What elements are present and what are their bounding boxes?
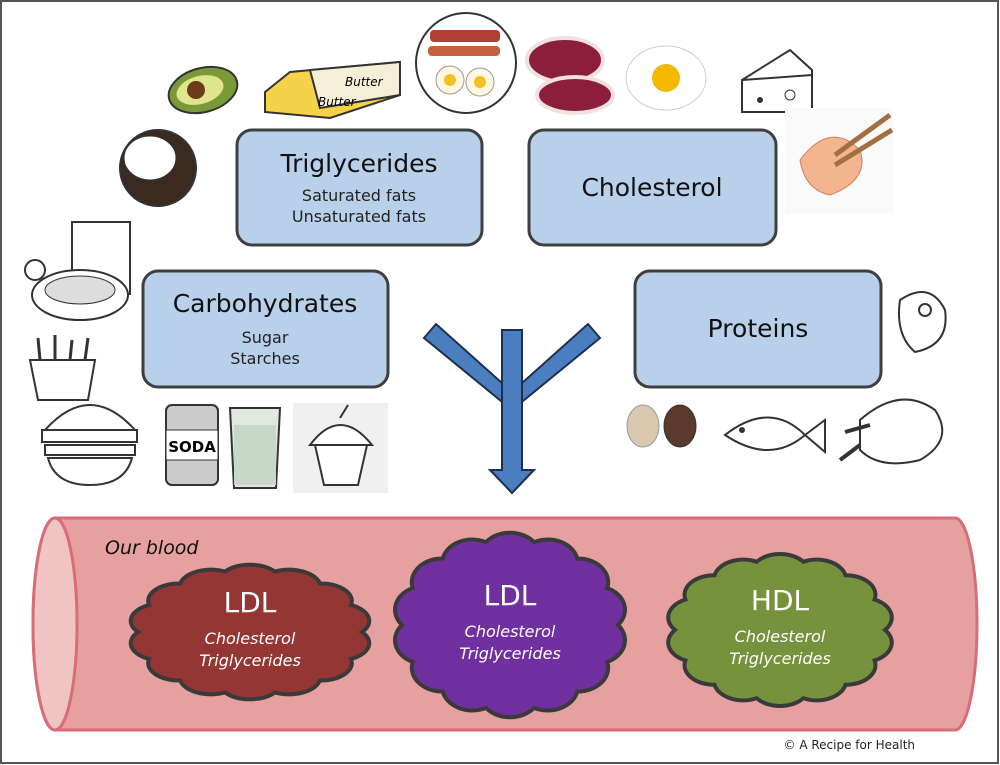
- cloud-line: Triglycerides: [199, 651, 301, 670]
- carbohydrates-line: Sugar: [242, 328, 289, 347]
- triglycerides-line: Unsaturated fats: [292, 207, 426, 226]
- eggs-icon: [626, 404, 697, 448]
- carbohydrates-box: Carbohydrates Sugar Starches: [141, 269, 390, 389]
- soda-label: SODA: [168, 438, 216, 456]
- triglycerides-box: Triglycerides Saturated fats Unsaturated…: [235, 128, 484, 247]
- coconut-icon: [119, 129, 197, 207]
- cloud-title: LDL: [484, 579, 537, 612]
- soda-can-icon: SODA: [165, 404, 219, 486]
- cloud-title: LDL: [224, 586, 277, 619]
- copyright: © A Recipe for Health: [784, 738, 915, 752]
- butter-icon: Butter Butter: [264, 60, 401, 120]
- cholesterol-box: Cholesterol: [527, 128, 778, 247]
- meat-icon: [898, 291, 947, 354]
- merge-arrow: [422, 322, 602, 495]
- triglycerides-line: Saturated fats: [302, 186, 416, 205]
- avocado-icon: [167, 65, 239, 115]
- cloud-line: Cholesterol: [205, 629, 296, 648]
- triglycerides-title: Triglycerides: [279, 149, 437, 178]
- cheese-icon: [741, 48, 813, 113]
- cereal-breakfast-icon: [24, 221, 131, 321]
- proteins-box: Proteins: [633, 269, 883, 389]
- fries-and-burger-icon: [28, 335, 138, 487]
- shrimp-icon: [785, 108, 894, 213]
- carbohydrates-line: Starches: [230, 349, 300, 368]
- cloud-line: Triglycerides: [459, 644, 561, 663]
- carbohydrates-title: Carbohydrates: [173, 289, 358, 318]
- fried-egg-icon: [625, 45, 707, 111]
- soda-glass-icon: [228, 407, 282, 489]
- muffin-icon: [293, 403, 388, 493]
- proteins-title: Proteins: [708, 314, 809, 343]
- cholesterol-title: Cholesterol: [581, 173, 722, 202]
- cloud-line: Cholesterol: [465, 622, 556, 641]
- bacon-and-eggs-icon: [415, 12, 517, 114]
- steak-icon: [525, 36, 615, 115]
- butter-label: Butter: [345, 75, 384, 89]
- cloud-line: Cholesterol: [735, 627, 826, 646]
- blood-label: Our blood: [105, 537, 199, 559]
- cloud-line: Triglycerides: [729, 649, 831, 668]
- fish-icon: [723, 416, 826, 455]
- butter-label-2: Butter: [318, 95, 357, 109]
- chicken-icon: [838, 398, 944, 465]
- cloud-title: HDL: [751, 584, 810, 617]
